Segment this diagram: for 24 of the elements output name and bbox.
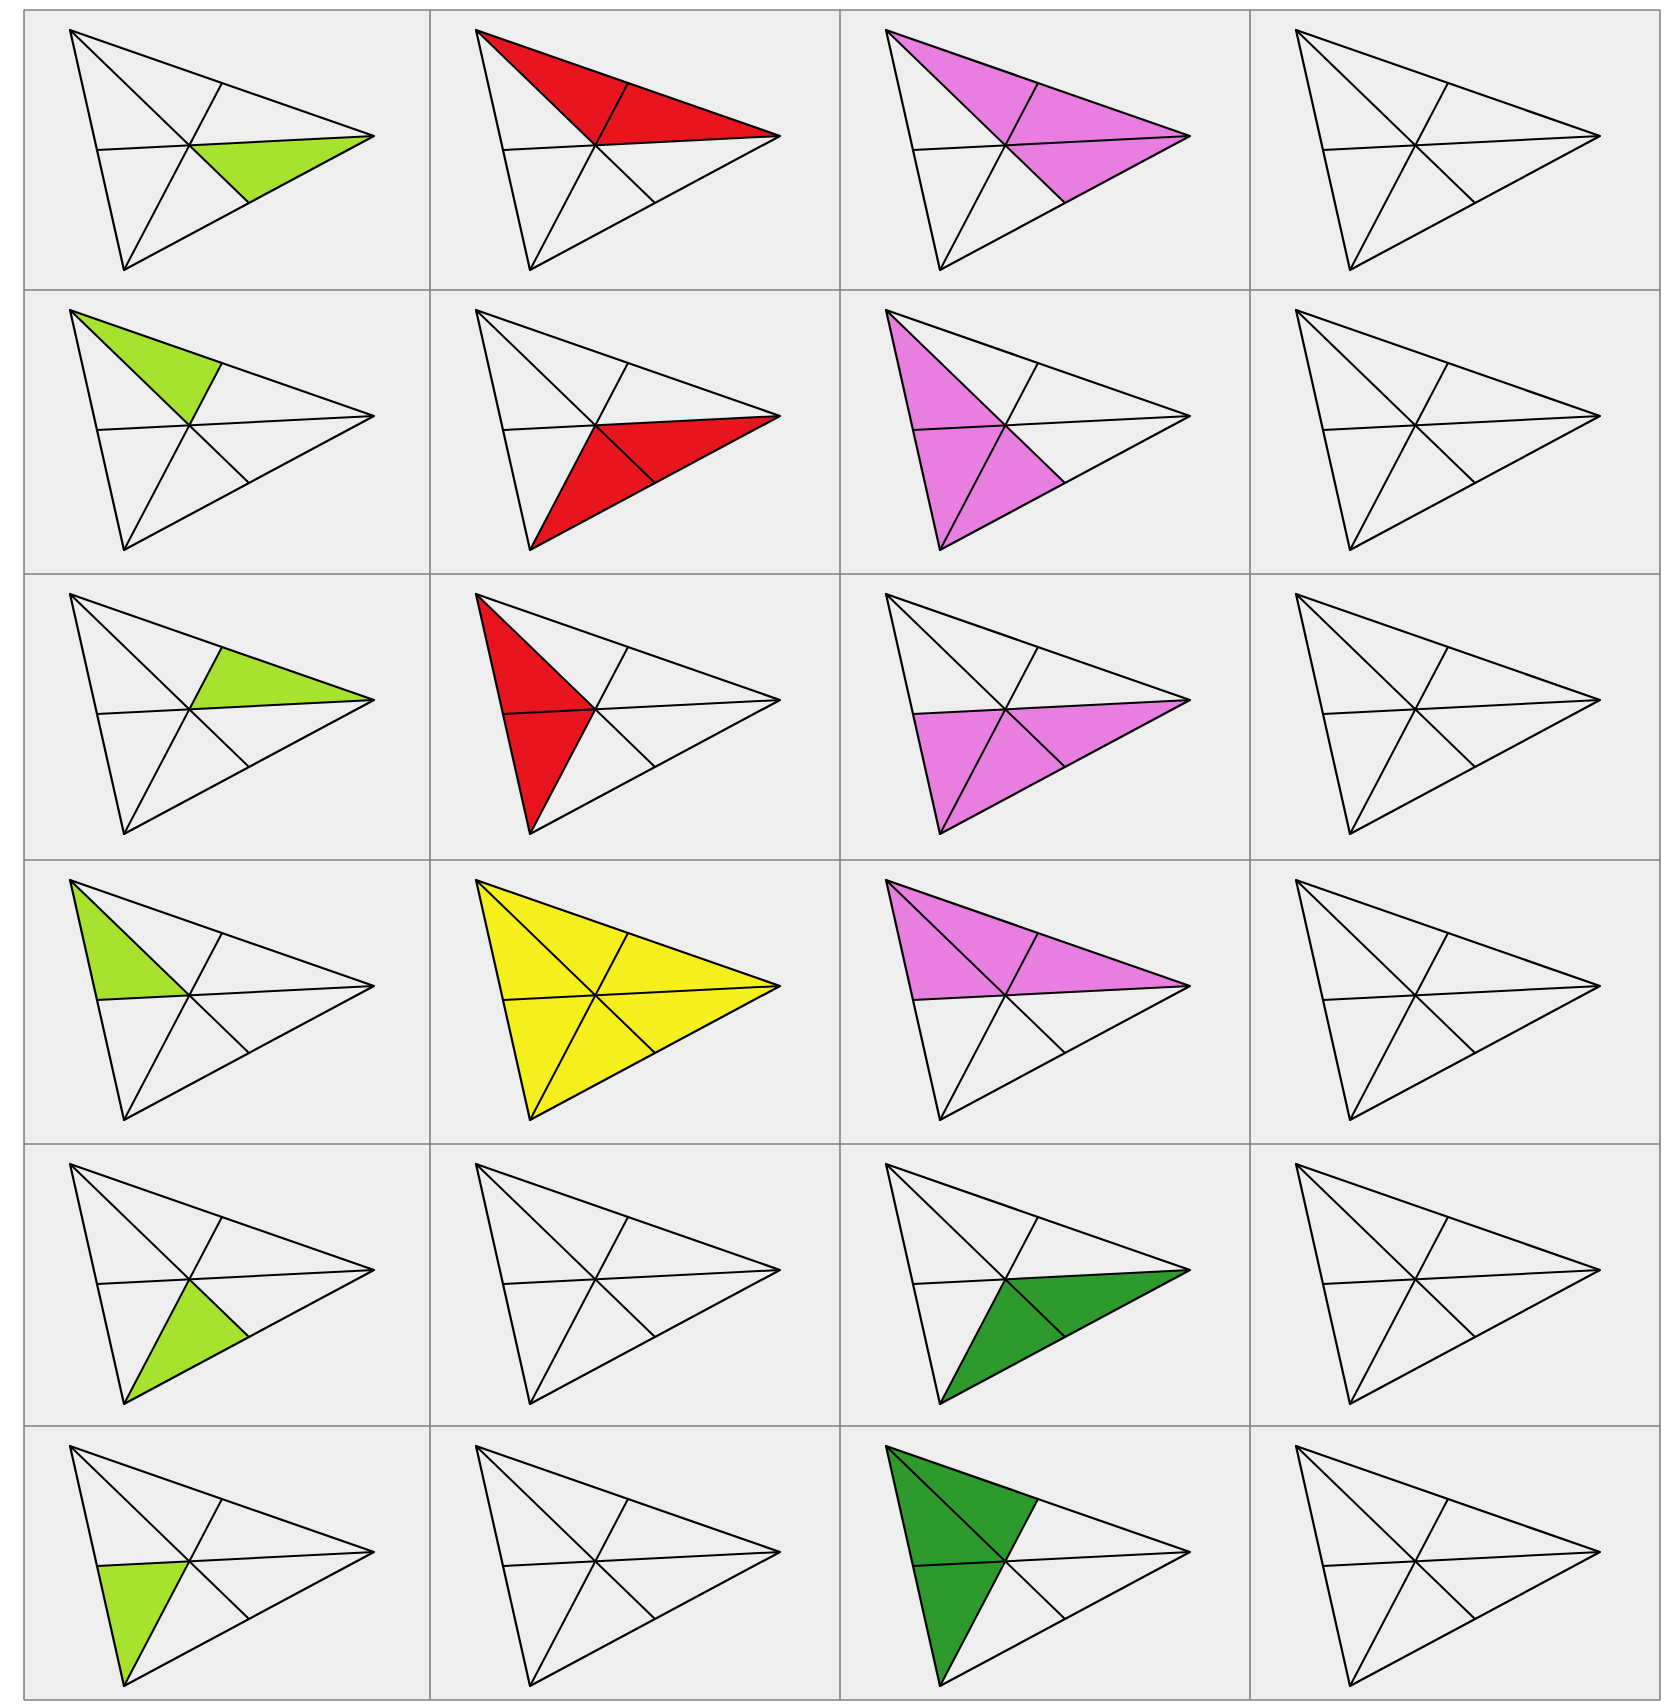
triangle-drawing bbox=[474, 592, 782, 836]
triangle-drawing bbox=[1294, 28, 1602, 272]
triangle-drawing bbox=[1294, 1444, 1602, 1688]
triangle-drawing bbox=[68, 1162, 376, 1406]
triangle-drawing bbox=[884, 1444, 1192, 1688]
triangle-drawing bbox=[884, 1162, 1192, 1406]
triangle-drawing bbox=[68, 592, 376, 836]
triangle-drawing bbox=[884, 28, 1192, 272]
triangle-drawing bbox=[1294, 878, 1602, 1122]
triangle-drawing bbox=[474, 1162, 782, 1406]
triangle-drawing bbox=[884, 308, 1192, 552]
triangle-drawing bbox=[68, 878, 376, 1122]
triangle-drawing bbox=[1294, 1162, 1602, 1406]
triangle-drawing bbox=[1294, 308, 1602, 552]
triangle-drawing bbox=[474, 28, 782, 272]
triangle-drawing bbox=[68, 1444, 376, 1688]
triangle-drawing bbox=[474, 1444, 782, 1688]
triangle-drawing bbox=[884, 592, 1192, 836]
triangle-drawing bbox=[884, 878, 1192, 1122]
triangle-drawing bbox=[68, 28, 376, 272]
triangle-drawing bbox=[474, 308, 782, 552]
triangle-drawing bbox=[474, 878, 782, 1122]
triangle-drawing bbox=[68, 308, 376, 552]
triangle-drawing bbox=[1294, 592, 1602, 836]
